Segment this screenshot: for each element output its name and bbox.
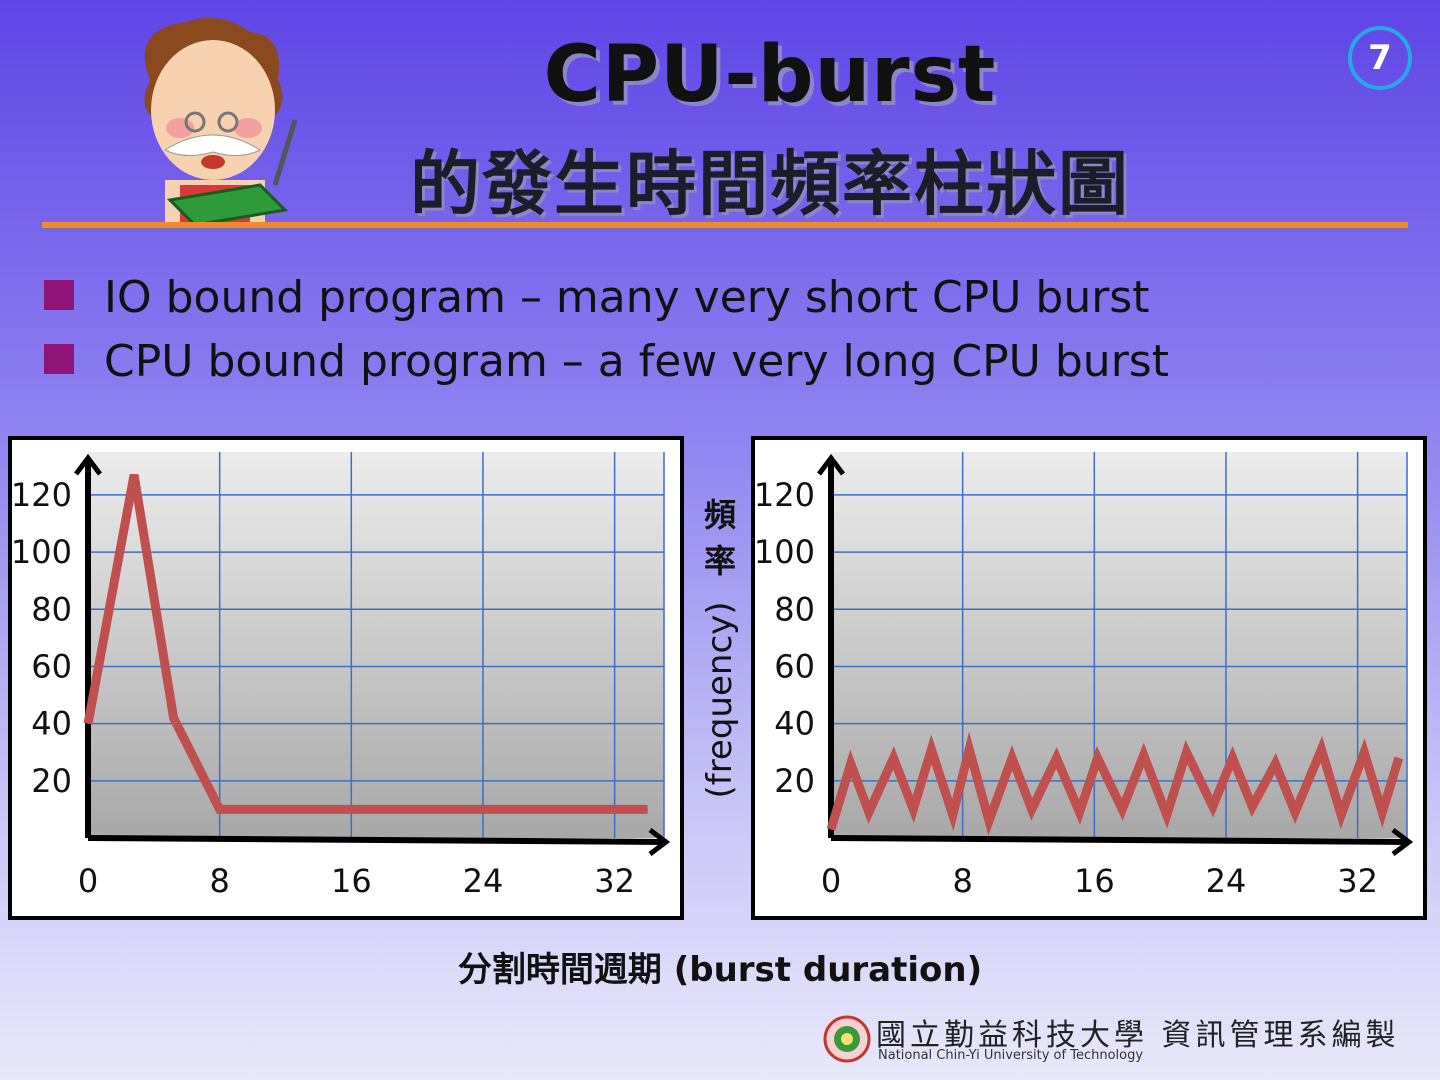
cpu-bound-chart: 20 40 60 80 100 120 0 8 16 24 32 <box>751 436 1427 920</box>
io-x-tick-label: 0 <box>78 862 98 900</box>
bullet-text: IO bound program – many very short CPU b… <box>104 272 1150 323</box>
cpu-data-point <box>952 814 954 816</box>
cpu-series-line <box>826 731 1404 836</box>
cpu-y-tick-label: 20 <box>774 762 815 800</box>
io-y-tick-label: 60 <box>31 647 72 685</box>
university-seal-icon <box>823 1015 871 1063</box>
io-data-point <box>133 474 135 476</box>
io-bound-chart: 20 40 60 80 100 120 0 8 16 24 32 <box>8 436 684 920</box>
slide-title: CPU-burst <box>543 30 997 120</box>
cpu-data-point <box>1320 748 1322 750</box>
io-y-tick-label: 40 <box>31 705 72 743</box>
cpu-y-tick-label: 40 <box>774 705 815 743</box>
io-x-tick-label: 8 <box>209 862 229 900</box>
y-axis-label-en: (frequency) <box>700 601 740 799</box>
cpu-x-tick-label: 32 <box>1337 862 1378 900</box>
cpu-data-point <box>850 763 852 765</box>
square-bullet-icon <box>44 280 74 310</box>
io-plot-background <box>88 452 664 838</box>
title-divider <box>42 222 1408 228</box>
cpu-y-tick-label: 120 <box>755 476 815 514</box>
bullet-text: CPU bound program – a few very long CPU … <box>104 336 1169 387</box>
cpu-data-point <box>868 811 870 813</box>
bullet-item: IO bound program – many very short CPU b… <box>44 272 1169 336</box>
cpu-y-tick-label: 100 <box>755 533 815 571</box>
cpu-data-point <box>930 748 932 750</box>
cpu-data-point <box>988 820 990 822</box>
cpu-y-tick-label: 80 <box>774 590 815 628</box>
io-data-point <box>647 808 649 810</box>
footer-university-name-en: National Chin-Yi University of Technolog… <box>878 1048 1144 1063</box>
cpu-x-tick-label: 0 <box>821 862 841 900</box>
cpu-data-point <box>968 748 970 750</box>
io-data-point <box>219 808 221 810</box>
cpu-data-point <box>1055 757 1057 759</box>
square-bullet-icon <box>44 344 74 374</box>
io-data-point <box>173 717 175 719</box>
io-x-tick-label: 16 <box>331 862 372 900</box>
cpu-data-point <box>1274 763 1276 765</box>
io-y-tick-label: 20 <box>31 762 72 800</box>
io-x-tick-label: 24 <box>463 862 504 900</box>
cpu-data-point <box>1166 814 1168 816</box>
io-y-axis-arrow-icon <box>74 453 102 476</box>
cpu-data-point <box>1294 811 1296 813</box>
cpu-y-tick-label: 60 <box>774 647 815 685</box>
cpu-x-tick-label: 24 <box>1206 862 1247 900</box>
io-x-axis <box>87 835 667 845</box>
io-y-tick-label: 80 <box>31 590 72 628</box>
cpu-data-point <box>1212 806 1214 808</box>
cpu-bound-chart-svg: 20 40 60 80 100 120 0 8 16 24 32 <box>755 452 1414 900</box>
io-data-point <box>87 723 89 725</box>
io-y-tick-label: 100 <box>12 533 72 571</box>
cpu-x-tick-label: 8 <box>952 862 972 900</box>
cpu-data-point <box>912 808 914 810</box>
cpu-y-axis-arrow-icon <box>817 453 845 476</box>
cpu-data-point <box>1121 808 1123 810</box>
cpu-x-tick-label: 16 <box>1074 862 1115 900</box>
cpu-x-axis <box>830 835 1410 845</box>
footer-university-name: 國立勤益科技大學 資訊管理系編製 <box>876 1018 1400 1053</box>
x-axis-label: 分割時間週期 (burst duration) <box>457 950 983 990</box>
cpu-data-point <box>1079 811 1081 813</box>
cpu-data-point <box>1011 757 1013 759</box>
slide-subtitle: 的發生時間頻率柱狀圖 <box>410 143 1130 225</box>
page-number-badge: 7 <box>1348 26 1412 90</box>
cpu-x-axis-arrow-icon <box>1391 828 1414 856</box>
cpu-data-point <box>1381 811 1383 813</box>
cpu-data-point <box>1097 757 1099 759</box>
cpu-data-point <box>1251 806 1253 808</box>
cpu-data-point <box>893 757 895 759</box>
io-y-tick-label: 120 <box>12 476 72 514</box>
io-x-axis-arrow-icon <box>648 828 671 856</box>
io-x-tick-label: 32 <box>594 862 635 900</box>
footer: 國立勤益科技大學 資訊管理系編製 National Chin-Yi Univer… <box>822 1010 1422 1070</box>
io-bound-chart-svg: 20 40 60 80 100 120 0 8 16 24 32 <box>12 452 671 900</box>
cpu-data-point <box>1363 751 1365 753</box>
y-axis-label-cjk: 頻率 <box>703 496 736 580</box>
cpu-data-point <box>1031 808 1033 810</box>
professor-mascot-image <box>144 17 298 230</box>
cpu-data-point <box>1185 751 1187 753</box>
bullet-item: CPU bound program – a few very long CPU … <box>44 336 1169 400</box>
cpu-data-point <box>1398 757 1400 759</box>
cpu-data-point <box>1232 757 1234 759</box>
cpu-data-point <box>1340 814 1342 816</box>
bullet-list: IO bound program – many very short CPU b… <box>44 272 1169 400</box>
cpu-data-point <box>1143 754 1145 756</box>
cpu-data-point <box>830 828 832 830</box>
